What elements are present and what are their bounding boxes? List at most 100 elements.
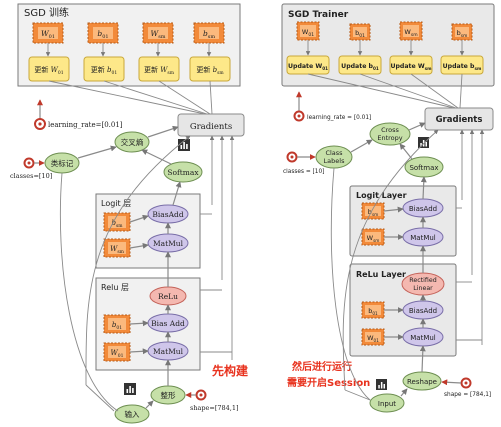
- svg-text:Wsm: Wsm: [110, 245, 125, 255]
- svg-text:MatMul: MatMul: [153, 347, 184, 356]
- svg-text:Gradients: Gradients: [190, 122, 232, 132]
- svg-text:Update Wsm: Update Wsm: [390, 63, 432, 71]
- svg-text:更新 W01: 更新 W01: [34, 65, 63, 76]
- svg-text:b01: b01: [112, 321, 122, 331]
- right-input-histogram-icon: [376, 379, 387, 390]
- left-param-b01: b01: [87, 22, 119, 44]
- right-classes-param: classes = [10]: [283, 151, 324, 175]
- left-gradients-node: Gradients: [177, 113, 245, 137]
- left-param-w01: W01: [32, 22, 64, 44]
- svg-text:learning_rate = [0.01]: learning_rate = [0.01]: [307, 115, 371, 121]
- svg-text:BiasAdd: BiasAdd: [152, 210, 183, 219]
- svg-text:Reshape: Reshape: [407, 378, 437, 386]
- left-reshape-node: 整形: [150, 385, 186, 405]
- right-param-w01: W01: [296, 21, 320, 41]
- svg-text:b01: b01: [368, 307, 378, 316]
- right-rectified-linear-node: Rectified Linear: [401, 272, 445, 296]
- svg-text:Relu 层: Relu 层: [101, 283, 129, 292]
- svg-text:Update b01: Update b01: [341, 63, 379, 71]
- right-update-w01: Update W01: [286, 55, 330, 75]
- svg-text:Entropy: Entropy: [377, 134, 402, 142]
- left-update-w01: 更新 W01: [28, 56, 70, 82]
- svg-text:MatMul: MatMul: [153, 239, 184, 248]
- right-annotation-line2: 需要开启Session: [287, 376, 370, 389]
- svg-text:bsm: bsm: [111, 219, 123, 229]
- right-summary-histogram-icon: [418, 137, 429, 148]
- svg-text:交叉熵: 交叉熵: [121, 137, 144, 147]
- svg-text:Logit 层: Logit 层: [101, 199, 131, 208]
- svg-text:Wsm: Wsm: [404, 28, 417, 38]
- left-logit-layer: Logit 层 bsm Wsm BiasAdd MatMul: [95, 193, 201, 269]
- right-param-b01: b01: [349, 23, 371, 41]
- left-relu-node: ReLu: [149, 286, 187, 306]
- right-update-b01: Update b01: [338, 55, 382, 75]
- right-shape-param: shape = [784,1]: [444, 377, 491, 398]
- svg-text:Bias Add: Bias Add: [151, 319, 185, 328]
- svg-text:Wsm: Wsm: [367, 234, 380, 243]
- left-summary-histogram-icon: [178, 139, 190, 151]
- right-logit-layer: Logit Layer bsm Wsm BiasAdd MatMul: [349, 185, 457, 257]
- right-param-bsm: bsm: [451, 23, 473, 41]
- right-softmax-node: Softmax: [404, 156, 444, 178]
- left-update-wsm: 更新 Wsm: [138, 56, 180, 82]
- left-diagram: SGD 训练 W01 b01 Wsm bsm: [10, 3, 249, 424]
- svg-text:SGD Trainer: SGD Trainer: [288, 10, 349, 20]
- right-sgd-panel: SGD Trainer W01 b01 Wsm bsm: [281, 3, 495, 87]
- left-relu-matmul-node: MatMul: [147, 341, 189, 361]
- left-input-node: 输入: [114, 404, 150, 424]
- svg-text:MatMul: MatMul: [410, 334, 436, 342]
- right-relu-biasadd-node: BiasAdd: [402, 300, 444, 320]
- right-logit-matmul-node: MatMul: [402, 227, 444, 247]
- svg-text:Cross: Cross: [381, 126, 399, 134]
- svg-text:ReLu Layer: ReLu Layer: [356, 270, 406, 279]
- svg-text:learning_rate=[0.01]: learning_rate=[0.01]: [48, 121, 123, 129]
- right-learning-rate: learning_rate = [0.01]: [293, 110, 371, 122]
- left-input-histogram-icon: [124, 383, 136, 395]
- svg-text:MatMul: MatMul: [410, 234, 436, 242]
- right-diagram: SGD Trainer W01 b01 Wsm bsm: [281, 3, 495, 413]
- svg-text:类标记: 类标记: [51, 158, 74, 168]
- left-update-bsm: 更新 bsm: [189, 56, 231, 82]
- svg-text:Input: Input: [378, 400, 396, 408]
- svg-text:bsm: bsm: [368, 208, 378, 217]
- svg-text:Update bsm: Update bsm: [443, 63, 482, 71]
- right-logit-biasadd-node: BiasAdd: [402, 198, 444, 218]
- left-softmax-node: Softmax: [163, 161, 203, 183]
- svg-text:classes=[10]: classes=[10]: [10, 172, 52, 180]
- svg-text:W01: W01: [367, 334, 379, 343]
- left-logit-matmul-node: MatMul: [147, 233, 189, 253]
- svg-text:W01: W01: [111, 349, 124, 359]
- right-relu-matmul-node: MatMul: [402, 327, 444, 347]
- svg-text:更新 Wsm: 更新 Wsm: [144, 65, 175, 76]
- right-input-node: Input: [369, 393, 405, 413]
- left-annotation: 先构建: [212, 363, 249, 378]
- svg-text:Class: Class: [325, 149, 343, 157]
- svg-text:shape=[784,1]: shape=[784,1]: [190, 404, 239, 412]
- svg-text:shape = [784,1]: shape = [784,1]: [444, 392, 491, 398]
- svg-text:W01: W01: [302, 28, 314, 38]
- svg-text:Softmax: Softmax: [167, 168, 199, 177]
- svg-text:bsm: bsm: [203, 29, 215, 40]
- right-update-bsm: Update bsm: [440, 55, 484, 75]
- right-param-wsm: Wsm: [399, 21, 423, 41]
- left-sgd-title: SGD 训练: [24, 6, 69, 19]
- svg-text:ReLu: ReLu: [158, 292, 178, 301]
- left-relu-layer: Relu 层 ReLu b01 W01 Bias Add MatMul: [95, 277, 201, 371]
- left-param-bsm: bsm: [193, 22, 225, 44]
- left-classes-param: classes=[10]: [10, 157, 52, 180]
- left-update-b01: 更新 b01: [83, 56, 125, 82]
- right-gradients-node: Gradients: [424, 107, 494, 131]
- svg-text:W01: W01: [41, 29, 55, 40]
- left-shape-param: shape=[784,1]: [190, 389, 239, 412]
- svg-text:bsm: bsm: [457, 29, 468, 39]
- svg-text:Gradients: Gradients: [436, 115, 483, 125]
- svg-text:Softmax: Softmax: [409, 164, 438, 172]
- right-update-wsm: Update Wsm: [389, 55, 433, 75]
- left-param-wsm: Wsm: [142, 22, 174, 44]
- right-relu-layer: ReLu Layer Rectified Linear b01 W01 Bias…: [349, 263, 457, 357]
- svg-text:BiasAdd: BiasAdd: [409, 205, 437, 213]
- right-reshape-node: Reshape: [402, 371, 442, 391]
- right-class-labels-node: Class Labels: [315, 145, 353, 169]
- svg-text:Update W01: Update W01: [288, 63, 328, 71]
